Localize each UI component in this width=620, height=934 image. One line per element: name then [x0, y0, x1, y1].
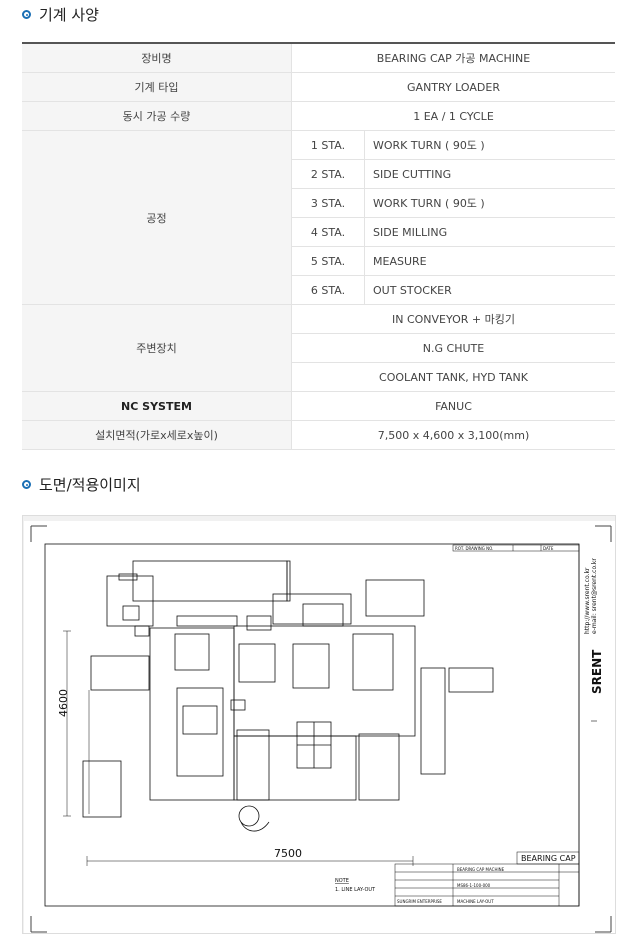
process-name: SIDE MILLING [364, 217, 615, 247]
spec-table: 장비명 BEARING CAP 가공 MACHINE 기계 타입 GANTRY … [22, 42, 615, 450]
peripheral-item: N.G CHUTE [291, 333, 615, 363]
peripheral-label: 주변장치 [22, 304, 292, 392]
process-name: OUT STOCKER [364, 275, 615, 305]
title-block [394, 851, 580, 907]
title-block-layout: MACHINE LAY-OUT [457, 899, 494, 904]
title-block-name: BEARING CAP [521, 854, 576, 863]
type-label: 기계 타입 [22, 72, 292, 102]
area-label: 설치면적(가로x세로x높이) [22, 420, 292, 450]
equipment-value: BEARING CAP 가공 MACHINE [291, 43, 615, 73]
table-row: 설치면적(가로x세로x높이) 7,500 x 4,600 x 3,100(mm) [22, 420, 615, 450]
table-row: N.G CHUTE [22, 333, 615, 363]
process-sta: 3 STA. [291, 188, 365, 218]
process-name: SIDE CUTTING [364, 159, 615, 189]
peripheral-item: IN CONVEYOR + 마킹기 [291, 304, 615, 334]
table-row: 주변장치 IN CONVEYOR + 마킹기 [22, 304, 615, 392]
header-drawing-no: ROT. DRAWING NO. [455, 546, 493, 551]
process-name: WORK TURN ( 90도 ) [364, 130, 615, 160]
process-sta: 1 STA. [291, 130, 365, 160]
peripheral-item: COOLANT TANK, HYD TANK [291, 362, 615, 392]
table-row: 장비명 BEARING CAP 가공 MACHINE [22, 43, 615, 73]
table-row: 기계 타입 GANTRY LOADER [22, 72, 615, 102]
circle-bullet-icon [22, 10, 31, 19]
process-label: 공정 [22, 130, 292, 305]
layout-drawing-svg: ROT. DRAWING NO. DATE http://www.srent.c… [24, 521, 615, 933]
qty-value: 1 EA / 1 CYCLE [291, 101, 615, 131]
dimension-lines [63, 630, 414, 866]
equipment-label: 장비명 [22, 43, 292, 73]
width-dimension: 7500 [274, 847, 302, 860]
website-text: http://www.srent.co.kr [584, 567, 591, 634]
area-value: 7,500 x 4,600 x 3,100(mm) [291, 420, 615, 450]
header-date: DATE [543, 546, 554, 551]
layout-drawing: ROT. DRAWING NO. DATE http://www.srent.c… [22, 515, 616, 934]
title-block-company: SUNGRIM ENTERPRISE [397, 899, 442, 904]
table-row: 4 STA. SIDE MILLING [22, 217, 615, 247]
qty-label: 동시 가공 수량 [22, 101, 292, 131]
title-block-drawing-no: MS86-1-100-000 [457, 883, 491, 888]
table-row: 3 STA. WORK TURN ( 90도 ) [22, 188, 615, 218]
table-row: NC SYSTEM FANUC [22, 391, 615, 421]
spec-title-text: 기계 사양 [39, 6, 99, 24]
table-row: 6 STA. OUT STOCKER [22, 275, 615, 305]
process-sta: 4 STA. [291, 217, 365, 247]
circle-bullet-icon [22, 480, 31, 489]
table-row: 2 STA. SIDE CUTTING [22, 159, 615, 189]
process-sta: 5 STA. [291, 246, 365, 276]
table-row: COOLANT TANK, HYD TANK [22, 362, 615, 392]
title-block-machine: BEARING CAP MACHINE [457, 867, 505, 872]
email-text: e-mail: srent@srent.co.kr [591, 558, 598, 634]
drawing-paper [24, 521, 615, 933]
machine-layout [82, 560, 494, 832]
table-row: 5 STA. MEASURE [22, 246, 615, 276]
process-name: MEASURE [364, 246, 615, 276]
table-row: 공정 1 STA. WORK TURN ( 90도 ) [22, 130, 615, 305]
nc-label: NC SYSTEM [22, 391, 292, 421]
process-name: WORK TURN ( 90도 ) [364, 188, 615, 218]
spec-section-title: 기계 사양 [22, 4, 99, 25]
drawing-title-text: 도면/적용이미지 [39, 476, 141, 494]
process-sta: 6 STA. [291, 275, 365, 305]
note-line: 1. LINE LAY-OUT [335, 887, 376, 893]
table-row: 동시 가공 수량 1 EA / 1 CYCLE [22, 101, 615, 131]
drawing-section-title: 도면/적용이미지 [22, 474, 141, 495]
height-dimension: 4600 [57, 689, 70, 717]
nc-value: FANUC [291, 391, 615, 421]
type-value: GANTRY LOADER [291, 72, 615, 102]
note-heading: NOTE [335, 878, 349, 884]
process-sta: 2 STA. [291, 159, 365, 189]
crop-marks [30, 525, 612, 933]
brand-logo-text: SRENT [590, 649, 604, 694]
